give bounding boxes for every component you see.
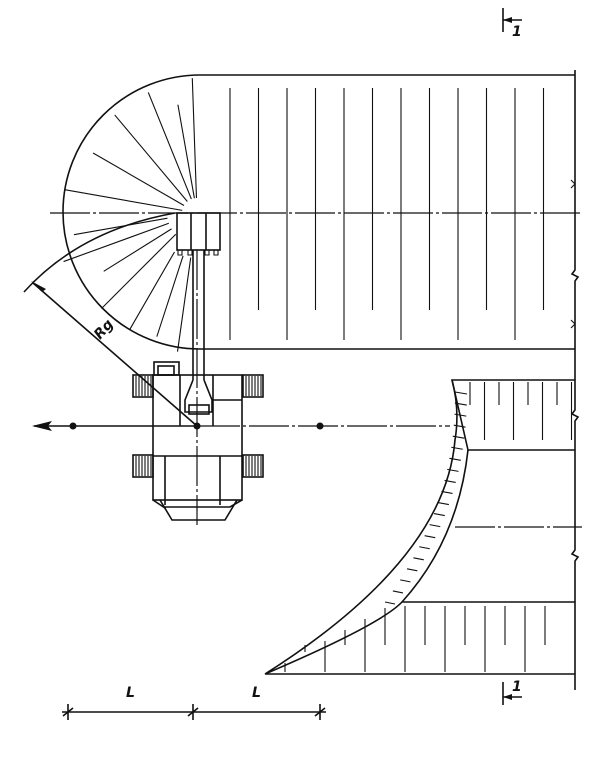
hatch-line xyxy=(413,557,424,561)
travel-axis xyxy=(32,421,450,431)
svg-text:1: 1 xyxy=(512,679,522,695)
hatch-line xyxy=(452,435,465,439)
hatch-line xyxy=(156,255,184,337)
hatch-line xyxy=(429,524,441,528)
hatch-line xyxy=(454,402,467,406)
break-line xyxy=(570,70,580,690)
hatch-line xyxy=(419,546,430,550)
hatch-line xyxy=(147,92,192,200)
hatch-line xyxy=(191,78,198,199)
excavator-body xyxy=(132,250,264,525)
hatch-line xyxy=(406,568,418,572)
hatch-line xyxy=(437,501,449,506)
hatch-line xyxy=(447,468,459,472)
hatch-line xyxy=(63,189,183,211)
fan-hatching xyxy=(63,78,198,352)
hatch-line xyxy=(392,590,404,594)
axis-point xyxy=(69,422,77,430)
hatch-line xyxy=(441,490,453,495)
axis-point xyxy=(316,422,324,430)
svg-text:L: L xyxy=(252,685,261,701)
radius-label: Rg xyxy=(91,317,117,343)
track-pads xyxy=(132,374,264,478)
bucket xyxy=(176,212,221,256)
track-pad xyxy=(132,454,154,478)
hatch-line xyxy=(176,257,192,352)
hatch-line xyxy=(129,251,175,331)
svg-text:1: 1 xyxy=(512,24,522,40)
hatch-line xyxy=(101,233,177,309)
hatch-line xyxy=(454,391,468,395)
hatch-line xyxy=(177,104,195,199)
hatch-line xyxy=(451,446,463,450)
section-marker-bottom: 1 xyxy=(502,679,522,705)
hatch-line xyxy=(449,457,461,461)
hatch-line xyxy=(92,152,185,206)
hatch-line xyxy=(63,222,169,263)
hatch-line xyxy=(453,424,466,428)
upper-bench-hatching xyxy=(229,88,545,340)
hatch-line xyxy=(433,513,445,517)
hatch-line xyxy=(114,114,188,202)
track-pad xyxy=(132,374,154,398)
track-pad xyxy=(242,454,264,478)
section-marker-top: 1 xyxy=(502,8,522,40)
hatch-line xyxy=(103,228,172,272)
lower-bench xyxy=(264,379,582,675)
arrow-icon xyxy=(31,281,46,292)
hatch-line xyxy=(444,479,456,483)
arrow-left-icon xyxy=(32,421,52,431)
scale-bar: L L xyxy=(62,685,326,720)
hatch-line xyxy=(424,535,436,539)
upper-bench-outline xyxy=(62,74,575,350)
track-pad xyxy=(242,374,264,398)
hatch-line xyxy=(400,579,411,583)
boom-arm xyxy=(184,250,213,415)
svg-text:L: L xyxy=(126,685,135,701)
lower-bench-hatching xyxy=(284,382,573,672)
hatch-line xyxy=(73,217,168,236)
break-marks xyxy=(570,179,576,329)
upper-bench xyxy=(50,74,582,352)
hatch-line xyxy=(384,601,396,605)
hatch-line xyxy=(454,413,467,417)
